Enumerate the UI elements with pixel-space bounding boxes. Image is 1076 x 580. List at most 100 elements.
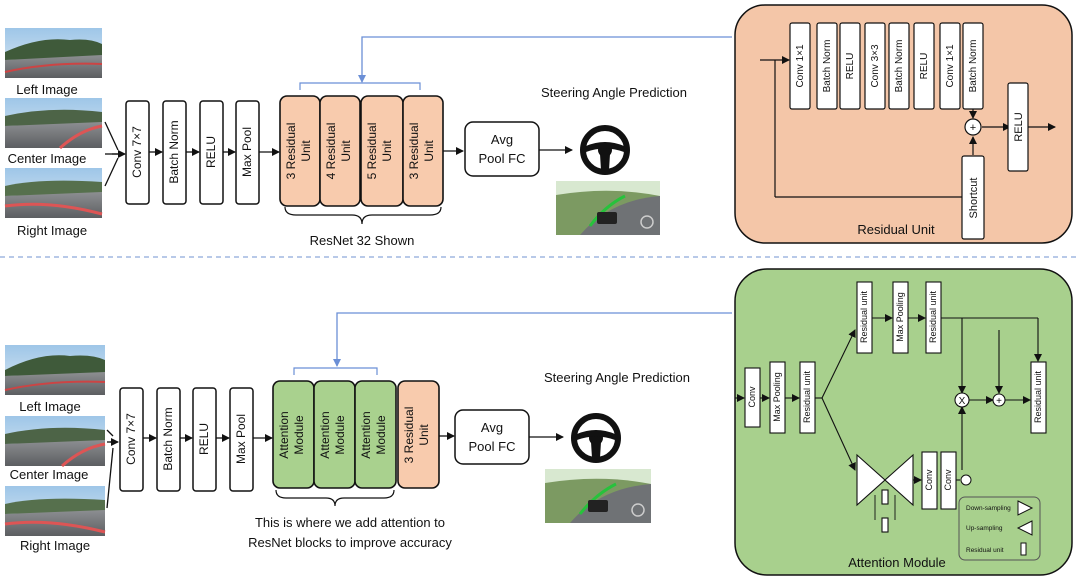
am-plus-sign: + xyxy=(996,396,1002,407)
bottom-attention-stages xyxy=(272,380,397,489)
bottom-brace-above xyxy=(293,367,378,375)
ru-layer-2: Batch Norm xyxy=(822,40,833,93)
top-stage-1-line2: Unit xyxy=(299,140,313,162)
bottom-panel-connector xyxy=(333,312,732,367)
top-max-pool: Max Pool xyxy=(240,127,254,177)
bottom-att-2-line1: Attention xyxy=(318,411,332,458)
input-label-center-bottom: Center Image xyxy=(10,467,89,482)
am-trunk-resunit: Residual unit xyxy=(802,370,812,423)
top-brace-above xyxy=(299,82,421,90)
steering-wheel-icon xyxy=(571,413,621,463)
am-trunk-conv: Conv xyxy=(747,386,757,408)
bottom-res-line1: 3 Residual xyxy=(402,407,416,464)
top-layer-boxes xyxy=(125,100,260,205)
top-panel-connector xyxy=(358,36,732,83)
ru-layer-1: Conv 1×1 xyxy=(795,44,806,88)
attention-module-title: Attention Module xyxy=(848,555,946,570)
am-plus-node xyxy=(992,393,1006,407)
ru-plus-node xyxy=(964,118,982,136)
am-sigmoid-node xyxy=(960,474,972,486)
steering-wheel-icon xyxy=(580,125,630,175)
input-label-center-top: Center Image xyxy=(8,151,87,166)
ru-layer-7: Conv 1×1 xyxy=(945,44,956,88)
bottom-relu: RELU xyxy=(197,423,211,455)
bottom-brace-label-line2: ResNet blocks to improve accuracy xyxy=(248,535,452,550)
input-bracket-bottom xyxy=(106,429,119,509)
am-multiply-node xyxy=(954,392,970,408)
upsampling-triangle-icon xyxy=(1016,520,1033,536)
bottom-att-1-line2: Module xyxy=(292,415,306,455)
top-residual-stages xyxy=(279,95,444,207)
top-avg-pool-line1: Avg xyxy=(491,132,513,147)
am-wires xyxy=(735,314,1042,484)
am-top-resunit-2: Residual unit xyxy=(928,290,938,343)
top-avg-pool-box xyxy=(464,121,540,177)
am-mask-conv-1: Conv xyxy=(924,469,934,491)
am-mask-conv-2: Conv xyxy=(943,469,953,491)
input-label-right-bottom: Right Image xyxy=(20,538,90,553)
input-label-left-bottom: Left Image xyxy=(19,399,80,414)
am-hourglass xyxy=(856,453,914,533)
ru-layer-5: Batch Norm xyxy=(894,40,905,93)
am-multiply-sign: X xyxy=(959,396,966,407)
bottom-output-label: Steering Angle Prediction xyxy=(544,370,690,385)
top-stage-1-line1: 3 Residual xyxy=(284,123,298,180)
ru-plus-sign: + xyxy=(970,122,976,134)
am-trunk-maxpool: Max Pooling xyxy=(772,372,782,422)
bottom-res-line2: Unit xyxy=(417,424,431,446)
top-stage-4-line1: 3 Residual xyxy=(407,123,421,180)
top-stage-2-line2: Unit xyxy=(339,140,353,162)
bottom-conv7x7: Conv 7×7 xyxy=(124,413,138,465)
am-legend-upsampling: Up-sampling xyxy=(966,525,1003,532)
ru-layer-6: RELU xyxy=(919,53,930,80)
photo-left-top xyxy=(4,28,103,78)
ru-layer-4: Conv 3×3 xyxy=(870,44,881,88)
downsampling-triangle-icon xyxy=(1017,500,1034,516)
bottom-residual-stage xyxy=(397,380,440,489)
photo-center-top xyxy=(5,98,103,150)
bottom-brace-label-line1: This is where we add attention to xyxy=(255,515,445,530)
bottom-brace-below xyxy=(275,489,395,507)
residual-unit-layers xyxy=(789,22,984,110)
top-stage-3-line2: Unit xyxy=(380,140,394,162)
bottom-layer-boxes xyxy=(119,387,254,492)
top-brace-below xyxy=(284,206,442,225)
top-batch-norm: Batch Norm xyxy=(167,120,181,183)
top-avg-pool-line2: Pool FC xyxy=(479,151,526,166)
input-label-right-top: Right Image xyxy=(17,223,87,238)
am-boxes xyxy=(744,281,1047,510)
top-relu: RELU xyxy=(204,136,218,168)
photo-left-bottom xyxy=(4,345,106,395)
ru-layer-3: RELU xyxy=(845,53,856,80)
am-legend-downsampling: Down-sampling xyxy=(966,505,1011,512)
am-top-resunit-1: Residual unit xyxy=(859,290,869,343)
input-bracket-top xyxy=(104,121,126,187)
bottom-avg-pool-box xyxy=(454,409,530,465)
ru-layer-8: Batch Norm xyxy=(968,40,979,93)
am-out-resunit: Residual unit xyxy=(1033,370,1043,423)
bottom-max-pool: Max Pool xyxy=(234,414,248,464)
bottom-att-1-line1: Attention xyxy=(277,411,291,458)
residual-unit-wires xyxy=(760,56,1056,198)
ru-shortcut-label: Shortcut xyxy=(968,178,980,219)
simulator-photo-top xyxy=(556,181,660,235)
ru-relu-box xyxy=(1007,82,1029,172)
bottom-batch-norm: Batch Norm xyxy=(161,407,175,470)
ru-relu-label: RELU xyxy=(1013,112,1025,141)
photo-right-top xyxy=(4,168,103,218)
photo-center-bottom xyxy=(5,416,106,468)
top-stage-2-line1: 4 Residual xyxy=(324,123,338,180)
simulator-photo-bottom xyxy=(545,469,651,523)
top-brace-label: ResNet 32 Shown xyxy=(310,233,415,248)
top-stage-4-line2: Unit xyxy=(422,140,436,162)
bottom-avg-pool-line2: Pool FC xyxy=(469,439,516,454)
photo-right-bottom xyxy=(4,486,106,536)
am-top-maxpool: Max Pooling xyxy=(895,292,905,342)
bottom-avg-pool-line1: Avg xyxy=(481,420,503,435)
residual-unit-bar-icon xyxy=(1020,542,1027,556)
am-legend-resunit: Residual unit xyxy=(966,547,1004,554)
bottom-att-3-line1: Attention xyxy=(359,411,373,458)
residual-unit-title: Residual Unit xyxy=(857,222,935,237)
